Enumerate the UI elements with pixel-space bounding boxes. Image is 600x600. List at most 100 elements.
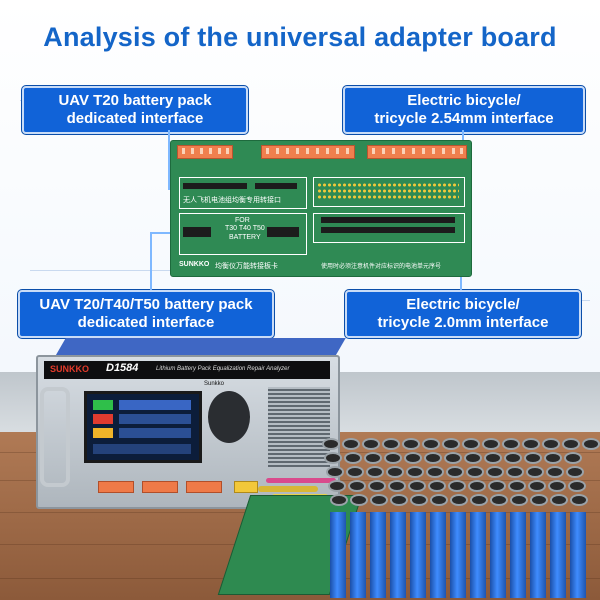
battery-cell-top — [342, 438, 360, 450]
screen-element — [119, 414, 191, 424]
battery-cell-top — [528, 480, 546, 492]
battery-cell-top — [526, 466, 544, 478]
battery-cell-top — [568, 480, 586, 492]
battery-cell-top — [488, 480, 506, 492]
battery-cell-top — [442, 438, 460, 450]
battery-cell-top — [422, 438, 440, 450]
board-note: 使用时必须注意机件对应标识的电池单元序号 — [321, 264, 442, 270]
board-models-label: T30 T40 T50 — [225, 225, 265, 232]
output-socket — [98, 481, 134, 493]
battery-cell-top — [530, 494, 548, 506]
callout-line: Electric bicycle/ — [407, 92, 521, 109]
callout-line: UAV T20/T40/T50 battery pack — [39, 296, 253, 313]
screen-element — [93, 414, 113, 424]
silk-outline — [179, 177, 307, 209]
battery-analyzer: SUNKKO D1584 Lithium Battery Pack Equali… — [36, 355, 340, 509]
board-battery-label: BATTERY — [229, 234, 261, 241]
battery-cell-top — [382, 438, 400, 450]
left-handle — [40, 387, 70, 487]
battery-cell-top — [330, 494, 348, 506]
battery-cell-top — [324, 452, 342, 464]
battery-cell-top — [322, 438, 340, 450]
battery-cell-top — [426, 466, 444, 478]
battery-cell-top — [350, 494, 368, 506]
battery-cell-side — [510, 512, 526, 598]
leader-line — [150, 232, 152, 290]
analyzer-screen — [84, 391, 202, 463]
navigation-keypad — [208, 391, 250, 443]
pin-header — [267, 227, 299, 237]
battery-cell-top — [546, 466, 564, 478]
battery-cell-top — [348, 480, 366, 492]
battery-cell-top — [504, 452, 522, 464]
battery-cell-top — [388, 480, 406, 492]
battery-cell-top — [490, 494, 508, 506]
silk-outline — [179, 213, 307, 255]
battery-cell-top — [468, 480, 486, 492]
battery-cell-top — [370, 494, 388, 506]
battery-cell-top — [562, 438, 580, 450]
board-brand: SUNKKO — [179, 261, 210, 268]
battery-cell-top — [566, 466, 584, 478]
battery-cell-top — [502, 438, 520, 450]
battery-cell-top — [484, 452, 502, 464]
analyzer-brand-bar: SUNKKO D1584 Lithium Battery Pack Equali… — [44, 361, 330, 379]
battery-cell-top — [410, 494, 428, 506]
wire-bundle — [258, 486, 318, 492]
output-socket — [186, 481, 222, 493]
callout-uav-t20-t40-t50: UAV T20/T40/T50 battery pack dedicated i… — [18, 290, 274, 338]
battery-cell-side — [330, 512, 346, 598]
decor-line — [30, 270, 170, 271]
board-for-label: FOR — [235, 217, 250, 224]
battery-cell-side — [370, 512, 386, 598]
side-vent — [268, 387, 330, 467]
battery-cell-top — [344, 452, 362, 464]
battery-cell-top — [450, 494, 468, 506]
callout-line: tricycle 2.0mm interface — [377, 314, 549, 331]
battery-cell-top — [362, 438, 380, 450]
leader-line — [168, 130, 170, 190]
battery-cell-top — [550, 494, 568, 506]
battery-cell-top — [402, 438, 420, 450]
callout-uav-t20: UAV T20 battery pack dedicated interface — [22, 86, 248, 134]
pin-row-2-54mm — [317, 195, 459, 199]
screen-element — [93, 444, 191, 454]
battery-cell-top — [462, 438, 480, 450]
battery-cell-top — [390, 494, 408, 506]
pin-row-2-54mm — [317, 183, 459, 187]
battery-cell-top — [346, 466, 364, 478]
battery-cell-top — [384, 452, 402, 464]
callout-ebike-2-0mm: Electric bicycle/ tricycle 2.0mm interfa… — [345, 290, 581, 338]
battery-cell-top — [506, 466, 524, 478]
screen-element — [119, 428, 191, 438]
battery-cell-side — [450, 512, 466, 598]
callout-line: tricycle 2.54mm interface — [374, 110, 554, 127]
battery-cell-top — [406, 466, 424, 478]
battery-cell-top — [424, 452, 442, 464]
battery-cell-side — [350, 512, 366, 598]
battery-cell-top — [428, 480, 446, 492]
callout-line: UAV T20 battery pack — [58, 92, 212, 109]
battery-cell-top — [408, 480, 426, 492]
adapter-board: 无人飞机电池组均衡专用转接口 FOR T30 T40 T50 BATTERY S… — [170, 140, 472, 277]
battery-cell-top — [444, 452, 462, 464]
battery-cell-top — [430, 494, 448, 506]
terminal-block — [367, 145, 467, 159]
battery-cell-top — [466, 466, 484, 478]
battery-cell-side — [530, 512, 546, 598]
battery-cell-top — [326, 466, 344, 478]
battery-cell-top — [570, 494, 588, 506]
pin-header — [183, 183, 247, 189]
battery-cell-side — [390, 512, 406, 598]
pin-header-2-0mm — [321, 227, 455, 233]
board-cn-label: 无人飞机电池组均衡专用转接口 — [183, 197, 281, 204]
battery-cell-top — [448, 480, 466, 492]
screen-element — [93, 400, 113, 410]
board-card-name: 均衡仪万能转接板卡 — [215, 263, 278, 270]
silk-outline-2-0mm — [313, 213, 465, 243]
battery-cell-side — [550, 512, 566, 598]
power-socket — [234, 481, 258, 493]
callout-line: dedicated interface — [66, 110, 204, 127]
battery-cell-top — [464, 452, 482, 464]
